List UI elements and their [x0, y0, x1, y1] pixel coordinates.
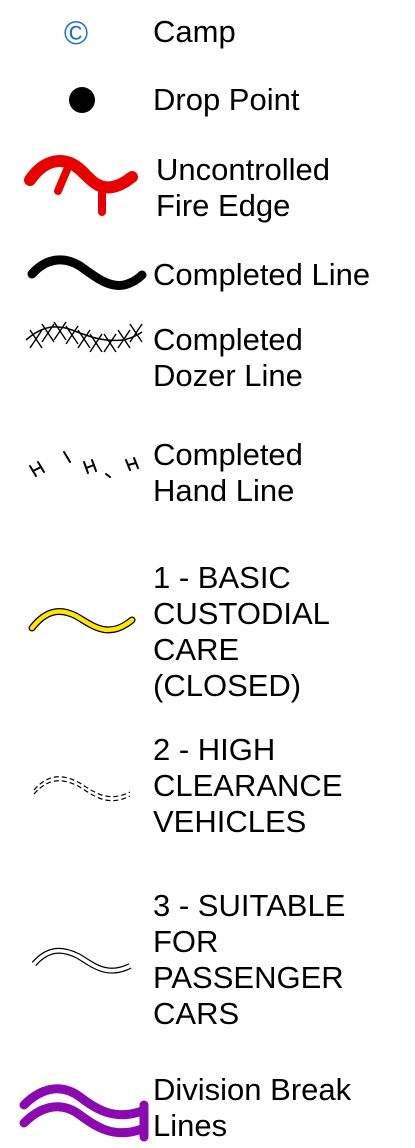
camp-icon: © [63, 14, 89, 51]
drop-point-icon [69, 87, 95, 113]
uncontrolled-fire-edge-icon [24, 155, 138, 216]
completed-hand-line-icon [29, 451, 139, 478]
legend-label-completed-hand-line: Completed Hand Line [153, 437, 303, 508]
legend-label-passenger-cars: 3 - SUITABLE FOR PASSENGER CARS [153, 888, 346, 1031]
legend-label-basic-custodial-care: 1 - BASIC CUSTODIAL CARE (CLOSED) [153, 560, 330, 703]
legend-label-division-break-lines: Division Break Lines [153, 1072, 352, 1143]
passenger-car-road-icon [31, 947, 132, 974]
basic-custodial-care-road-icon [28, 608, 136, 634]
legend-label-drop-point: Drop Point [153, 82, 300, 117]
legend-label-completed-line: Completed Line [153, 257, 371, 292]
completed-dozer-line-icon [25, 321, 143, 353]
legend-label-uncontrolled-fire-edge: Uncontrolled Fire Edge [156, 152, 331, 223]
legend-label-high-clearance-vehicles: 2 - HIGH CLEARANCE VEHICLES [153, 732, 343, 839]
legend-label-completed-dozer-line: Completed Dozer Line [153, 322, 303, 393]
completed-line-icon [27, 255, 147, 290]
division-break-lines-icon [19, 1084, 149, 1142]
legend-label-camp: Camp [153, 14, 236, 49]
high-clearance-road-icon [33, 776, 131, 802]
